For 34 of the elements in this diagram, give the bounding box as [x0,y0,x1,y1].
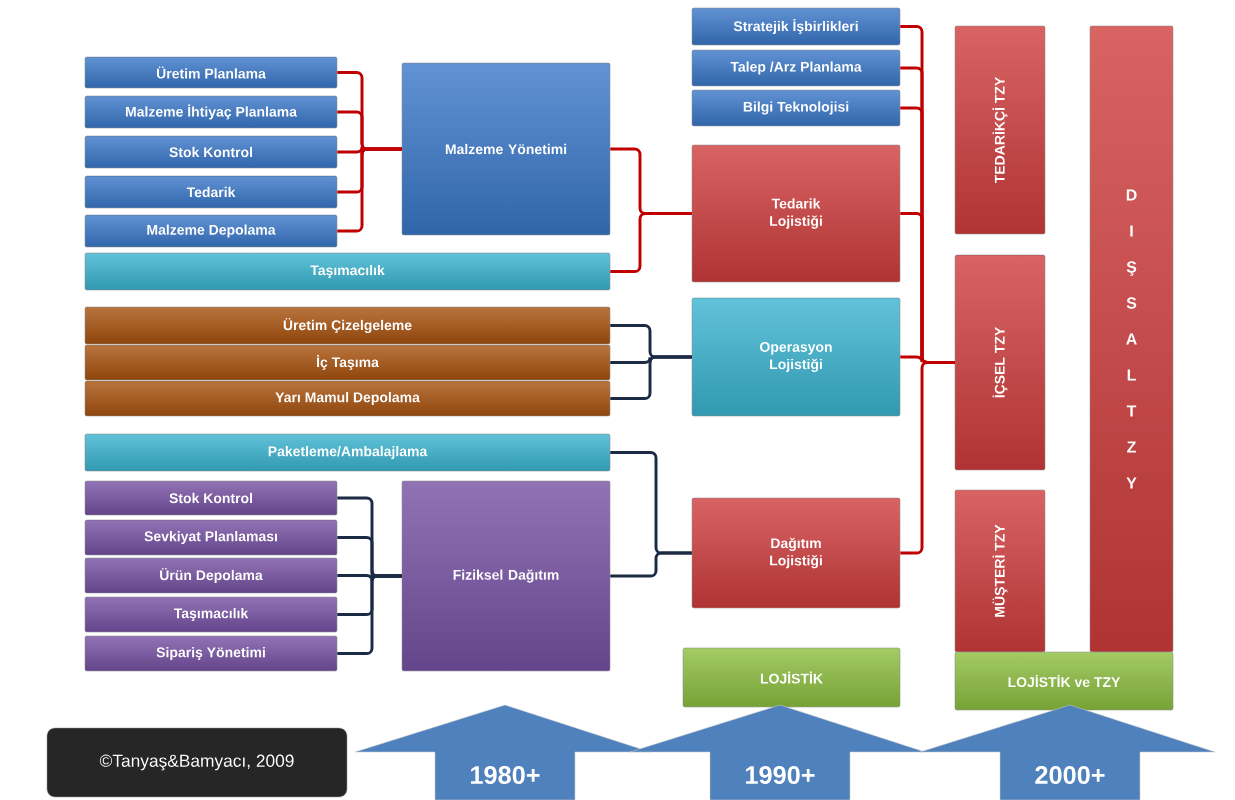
process-box: TEDARİKÇİ TZY [954,25,1046,235]
bracket [610,551,692,578]
process-bar: Üretim Çizelgeleme [84,306,611,345]
process-box: Dağıtım Lojistiği [691,497,901,609]
process-bar: Taşımacılık [84,252,611,291]
process-bar: LOJİSTİK ve TZY [954,651,1174,711]
process-bar: Malzeme Depolama [84,214,338,248]
process-box: Tedarik Lojistiği [691,144,901,283]
process-bar: Malzeme İhtiyaç Planlama [84,95,338,129]
process-bar: Sipariş Yönetimi [84,635,338,672]
process-bar: Bilgi Teknolojisi [691,89,901,127]
process-bar: Talep /Arz Planlama [691,49,901,87]
process-bar: Taşımacılık [84,596,338,633]
process-bar: LOJİSTİK [682,647,901,708]
source-note: ©Tanyaş&Bamyacı, 2009 [46,727,348,798]
process-bar: Sevkiyat Planlaması [84,519,338,556]
process-box: MÜŞTERİ TZY [954,489,1046,653]
process-box: Operasyon Lojistiği [691,297,901,417]
process-box: İÇSEL TZY [954,254,1046,471]
bracket [610,355,692,400]
process-bar: Paketleme/Ambalajlama [84,433,611,472]
bracket [337,574,402,655]
bracket [337,147,402,233]
process-bar: Stok Kontrol [84,480,338,516]
process-bar: Tedarik [84,175,338,209]
process-box: Fiziksel Dağıtım [401,480,611,672]
process-bar: Yarı Mamul Depolama [84,380,611,417]
process-box: Malzeme Yönetimi [401,62,611,236]
bracket [610,212,692,273]
process-bar: İç Taşıma [84,344,611,381]
process-bar: Üretim Planlama [84,56,338,89]
process-bar: Stok Kontrol [84,135,338,169]
process-bar: Ürün Depolama [84,557,338,594]
process-bar: Stratejik İşbirlikleri [691,7,901,46]
